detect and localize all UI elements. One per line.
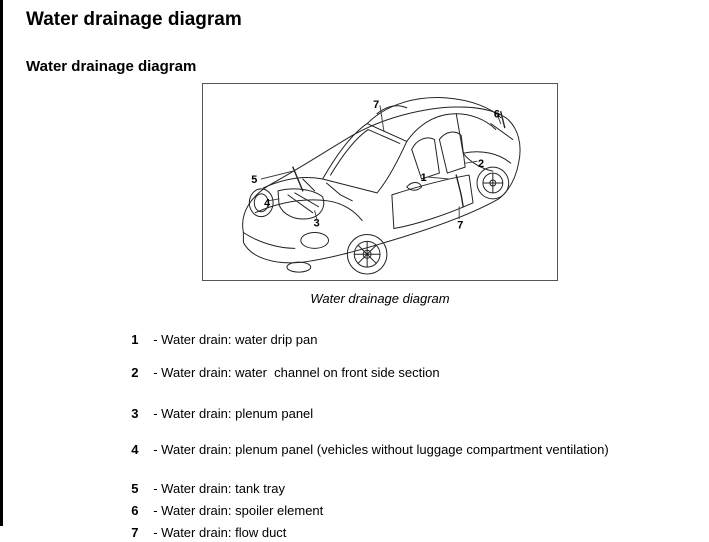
legend-item-4: 4 - Water drain: plenum panel (vehicles w… — [124, 423, 609, 459]
callout-1: 1 — [421, 172, 427, 184]
callout-7-bottom: 7 — [457, 220, 463, 232]
car-diagram-figure: 7 6 5 4 3 1 2 7 — [202, 83, 558, 281]
legend-number: 7 — [131, 525, 139, 540]
legend-number: 3 — [131, 406, 139, 421]
legend-number: 4 — [131, 442, 139, 457]
legend-item-7: 7 - Water drain: flow duct — [124, 506, 286, 542]
legend-text: - Water drain: water channel on front si… — [153, 365, 440, 380]
legend-number: 5 — [131, 481, 139, 496]
callout-3: 3 — [314, 218, 320, 230]
callout-6: 6 — [494, 109, 500, 121]
callout-7-top: 7 — [373, 99, 379, 111]
legend-item-5: 5 - Water drain: tank tray — [124, 462, 285, 498]
legend-text: - Water drain: tank tray — [153, 481, 285, 496]
callout-5: 5 — [251, 174, 257, 186]
page-title: Water drainage diagram — [26, 9, 242, 30]
callout-4: 4 — [264, 198, 270, 210]
legend-item-2: 2 - Water drain: water channel on front s… — [124, 346, 440, 382]
legend-text: - Water drain: spoiler element — [153, 503, 324, 518]
legend-item-3: 3 - Water drain: plenum panel — [124, 387, 313, 423]
figure-caption: Water drainage diagram — [310, 291, 450, 306]
legend-number: 1 — [131, 332, 139, 347]
legend-text: - Water drain: water drip pan — [153, 332, 318, 347]
legend-item-6: 6 - Water drain: spoiler element — [124, 484, 323, 520]
callout-2: 2 — [478, 158, 484, 170]
car-illustration: 7 6 5 4 3 1 2 7 — [242, 97, 521, 275]
legend-number: 6 — [131, 503, 139, 518]
legend-item-1: 1 - Water drain: water drip pan — [124, 313, 318, 349]
section-title: Water drainage diagram — [26, 58, 197, 75]
legend-text: - Water drain: plenum panel — [153, 406, 314, 421]
legend-number: 2 — [131, 365, 139, 380]
legend-text: - Water drain: flow duct — [153, 525, 287, 540]
legend-text: - Water drain: plenum panel (vehicles wi… — [153, 442, 609, 457]
page-left-border — [0, 0, 3, 526]
